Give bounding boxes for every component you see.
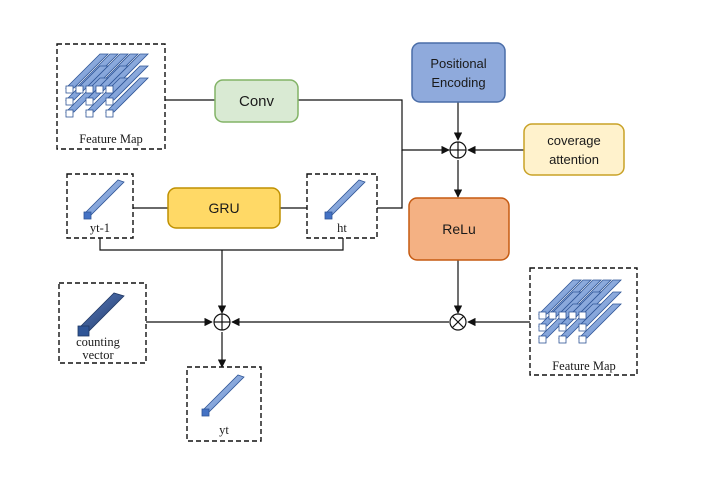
feature-map-right-label: Feature Map bbox=[552, 359, 616, 373]
hidden-state-vector-icon bbox=[324, 179, 366, 220]
coverage-attention-label-line2: attention bbox=[549, 152, 599, 167]
counting-vector-label-line1: counting bbox=[76, 335, 120, 349]
counting-vector-tensor: counting vector bbox=[58, 282, 147, 364]
positional-encoding-block: Positional Encoding bbox=[411, 42, 506, 103]
feature-map-right: Feature Map bbox=[529, 267, 638, 376]
y-prev-vector-icon bbox=[83, 179, 125, 220]
gru-label: GRU bbox=[208, 200, 239, 216]
counting-vector-icon bbox=[77, 292, 125, 337]
add-node-top bbox=[449, 141, 467, 159]
positional-encoding-label-line2: Encoding bbox=[431, 75, 485, 90]
conv-label: Conv bbox=[239, 93, 275, 110]
hidden-state-tensor: ht bbox=[306, 173, 378, 239]
relu-block: ReLu bbox=[408, 197, 510, 261]
counting-vector-label-line2: vector bbox=[82, 348, 114, 362]
positional-encoding-label-line1: Positional bbox=[430, 56, 486, 71]
relu-label: ReLu bbox=[442, 221, 475, 237]
add-node-bottom bbox=[213, 313, 231, 331]
output-tensor: yt bbox=[186, 366, 262, 442]
coverage-attention-block: coverage attention bbox=[523, 123, 625, 176]
output-label: yt bbox=[219, 423, 229, 437]
y-prev-tensor: yt-1 bbox=[66, 173, 134, 239]
y-prev-label: yt-1 bbox=[90, 221, 110, 235]
gru-block: GRU bbox=[167, 187, 281, 229]
feature-map-top-label: Feature Map bbox=[79, 132, 143, 146]
hidden-state-label: ht bbox=[337, 221, 347, 235]
multiply-node bbox=[449, 313, 467, 331]
connection-lines bbox=[99, 99, 530, 368]
conv-block: Conv bbox=[214, 79, 299, 123]
feature-map-top: Feature Map bbox=[56, 43, 166, 150]
coverage-attention-label-line1: coverage bbox=[547, 133, 600, 148]
output-vector-icon bbox=[201, 374, 245, 417]
